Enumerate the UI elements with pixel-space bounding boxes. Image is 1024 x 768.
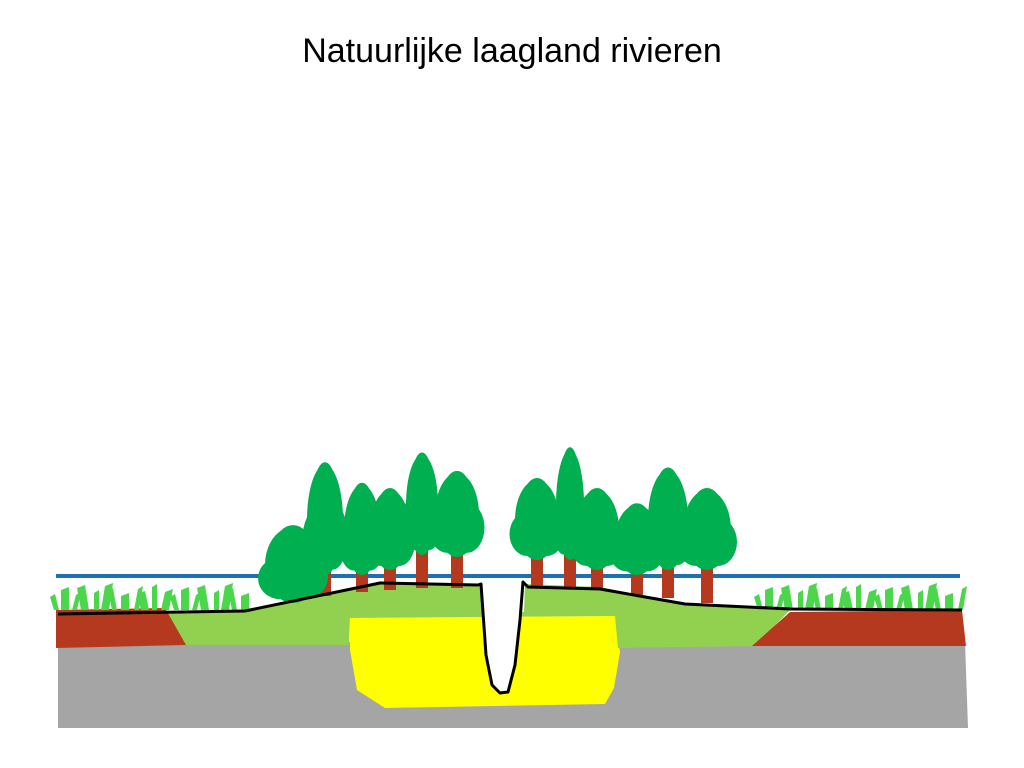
- tree-crown: [365, 488, 415, 570]
- grass-blade: [228, 588, 237, 610]
- grass-blade: [152, 584, 157, 610]
- grass-blade: [825, 593, 833, 610]
- grass-blade: [754, 594, 763, 610]
- floodplain-clay-right: [752, 610, 966, 646]
- grass-blade: [94, 590, 99, 610]
- tree-crown: [677, 488, 737, 570]
- grass-blade: [958, 586, 967, 610]
- grass-blade: [781, 585, 793, 610]
- grass-blade: [798, 590, 803, 610]
- slide-title: Natuurlijke laagland rivieren: [302, 32, 722, 70]
- grass-blade: [841, 591, 853, 610]
- grass-blade: [170, 594, 179, 610]
- grass-blade: [221, 583, 233, 610]
- levee-forest: [258, 447, 737, 603]
- grass-blade: [214, 590, 219, 610]
- grass-blade: [901, 585, 913, 610]
- grass-blade: [181, 587, 189, 610]
- grass-blade: [161, 589, 173, 610]
- grass-blade: [137, 591, 149, 610]
- floodplain-clay-left: [56, 608, 186, 648]
- grass-blade: [121, 593, 129, 610]
- grass-blade: [197, 585, 209, 610]
- grass-blade: [885, 587, 893, 610]
- tree-crown: [429, 470, 485, 557]
- land-surface-outline: [57, 580, 963, 695]
- grass-blade: [765, 587, 773, 610]
- grass-right: [754, 583, 967, 610]
- river-channel: [481, 584, 523, 693]
- grass-blade: [77, 585, 89, 610]
- grass-blade: [918, 590, 923, 610]
- grass-blade: [945, 593, 953, 610]
- grass-blade: [101, 583, 113, 610]
- tree-crown: [509, 478, 565, 560]
- grass-blade: [812, 588, 821, 610]
- grass-blade: [865, 589, 877, 610]
- grass-blade: [61, 587, 69, 610]
- grass-blade: [50, 594, 59, 610]
- grass-blade: [241, 593, 249, 610]
- grass-blade: [108, 588, 117, 610]
- grass-blade: [925, 583, 937, 610]
- grass-blade: [856, 584, 861, 610]
- tree-crown: [302, 462, 348, 575]
- channel-sand-body: [350, 616, 620, 708]
- grass-left: [50, 583, 249, 610]
- grass-blade: [874, 594, 883, 610]
- grass-blade: [805, 583, 817, 610]
- natural-levee: [165, 584, 790, 648]
- grass-blade: [932, 588, 941, 610]
